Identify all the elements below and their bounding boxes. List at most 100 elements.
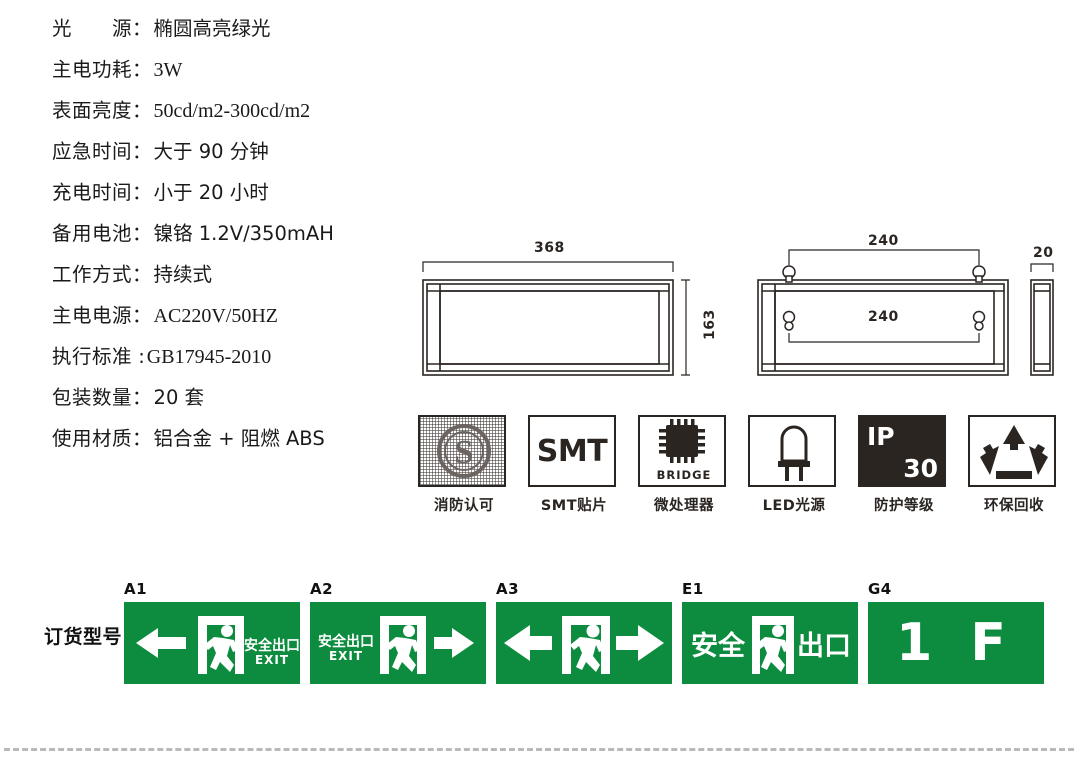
- spec-row: 应急时间：大于 90 分钟: [52, 131, 432, 172]
- spec-label: 表面亮度: [52, 99, 133, 122]
- sign-code: G4: [868, 580, 892, 598]
- spec-value: 镍铬 1.2V/350mAH: [153, 222, 334, 245]
- spec-value: 20 套: [153, 386, 205, 409]
- spec-value: 50cd/m2-300cd/m2: [153, 100, 311, 122]
- spec-separator: ：: [132, 263, 152, 286]
- badge-led-source: LED光源: [748, 415, 840, 515]
- specification-list: 光 源：椭圆高亮绿光 主电功耗：3W 表面亮度：50cd/m2-300cd/m2…: [52, 8, 432, 459]
- badge-caption: LED光源: [762, 498, 826, 514]
- front-view-drawing: [422, 249, 1054, 376]
- bottom-divider: [4, 748, 1074, 751]
- spec-row: 包装数量：20 套: [52, 377, 432, 418]
- arrow-left-icon: [136, 628, 186, 658]
- spec-row: 主电电源：AC220V/50HZ: [52, 295, 432, 336]
- sign-model-a2[interactable]: A2 安全出口 EXIT: [310, 580, 486, 684]
- svg-text:出口: 出口: [797, 631, 851, 662]
- svg-text:安全出口: 安全出口: [318, 633, 374, 650]
- spec-label: 光 源: [52, 17, 133, 40]
- spec-label: 主电电源: [52, 304, 133, 327]
- badge-smt: SMT SMT贴片: [528, 415, 620, 515]
- svg-text:S: S: [455, 434, 474, 471]
- spec-label: 使用材质: [52, 427, 133, 450]
- spec-separator: ：: [132, 304, 152, 327]
- spec-value: 大于 90 分钟: [153, 140, 269, 163]
- spec-separator: ：: [132, 140, 152, 163]
- svg-text:安全: 安全: [691, 630, 746, 662]
- technical-drawings: 368 163 240 240 20: [418, 232, 1068, 397]
- front-height-dimension: 163: [702, 309, 718, 340]
- fire-approval-icon: S: [418, 415, 506, 487]
- svg-text:BRIDGE: BRIDGE: [657, 468, 712, 482]
- certification-badges: S 消防认可 SMT SMT贴片: [418, 415, 1068, 530]
- svg-text:安全出口: 安全出口: [244, 637, 300, 654]
- arrow-right-icon: [434, 628, 474, 658]
- spec-row: 备用电池：镍铬 1.2V/350mAH: [52, 213, 432, 254]
- spec-value: 持续式: [153, 263, 213, 286]
- sign-graphic: 安全出口 EXIT: [310, 602, 486, 684]
- arrow-left-icon: [504, 625, 552, 661]
- led-lamp-icon: [748, 415, 836, 487]
- sign-graphic: 安全 出口: [682, 602, 858, 684]
- spec-row: 表面亮度：50cd/m2-300cd/m2: [52, 90, 432, 131]
- sign-model-e1[interactable]: E1 安全 出口: [682, 580, 858, 684]
- spec-value: 椭圆高亮绿光: [153, 17, 271, 40]
- spec-value: GB17945-2010: [146, 346, 272, 368]
- badge-caption: 环保回收: [984, 498, 1044, 514]
- sign-graphic: 1 F: [868, 602, 1044, 684]
- sign-model-g4[interactable]: G4 1 F: [868, 580, 1044, 684]
- badge-fire-approval: S 消防认可: [418, 415, 510, 515]
- spec-label: 包装数量: [52, 386, 133, 409]
- smt-icon: SMT: [528, 415, 616, 487]
- spec-separator: ：: [132, 427, 152, 450]
- spec-value: 铝合金 + 阻燃 ABS: [153, 427, 325, 450]
- badge-caption: SMT贴片: [540, 498, 608, 514]
- spec-row: 充电时间：小于 20 小时: [52, 172, 432, 213]
- spec-separator: ：: [132, 17, 152, 40]
- sign-graphic: 安全出口 EXIT: [124, 602, 300, 684]
- badge-caption: 防护等级: [874, 498, 934, 514]
- spec-row: 工作方式：持续式: [52, 254, 432, 295]
- spec-value: AC220V/50HZ: [153, 305, 278, 327]
- back-bottom-span-dimension: 240: [868, 309, 899, 325]
- spec-label: 执行标准: [52, 345, 133, 368]
- sign-code: A3: [496, 580, 520, 598]
- svg-text:EXIT: EXIT: [329, 649, 363, 663]
- spec-separator: :: [132, 345, 145, 368]
- side-width-dimension: 20: [1033, 245, 1054, 261]
- spec-separator: ：: [132, 222, 152, 245]
- front-width-dimension: 368: [534, 240, 565, 256]
- floor-number-text: 1 F: [896, 613, 1016, 673]
- badge-recycle: 环保回收: [968, 415, 1060, 515]
- badge-ip-rating: IP 30 防护等级: [858, 415, 950, 515]
- badge-caption: 消防认可: [434, 498, 494, 514]
- spec-label: 应急时间: [52, 140, 133, 163]
- back-top-span-dimension: 240: [868, 233, 899, 249]
- spec-label: 工作方式: [52, 263, 133, 286]
- spec-separator: ：: [132, 99, 152, 122]
- spec-label: 主电功耗: [52, 58, 133, 81]
- sign-model-row: A1 安全出口 EXIT A2 安全出口: [0, 580, 1080, 695]
- badge-microprocessor: BRIDGE 微处理器: [638, 415, 730, 515]
- spec-label: 充电时间: [52, 181, 133, 204]
- badge-caption: 微处理器: [654, 498, 714, 514]
- ip-prefix: IP: [867, 422, 895, 451]
- ip-rating-icon: IP 30: [858, 415, 946, 487]
- sign-model-a1[interactable]: A1 安全出口 EXIT: [124, 580, 300, 684]
- sign-model-a3[interactable]: A3: [496, 580, 672, 684]
- spec-separator: ：: [132, 386, 152, 409]
- spec-separator: ：: [132, 181, 152, 204]
- arrow-right-icon: [616, 625, 664, 661]
- sign-code: A1: [124, 580, 148, 598]
- spec-value: 小于 20 小时: [153, 181, 269, 204]
- svg-text:EXIT: EXIT: [255, 653, 289, 667]
- spec-row: 执行标准 :GB17945-2010: [52, 336, 432, 377]
- sign-code: E1: [682, 580, 704, 598]
- spec-value: 3W: [153, 59, 183, 81]
- order-model-label: 订货型号：: [44, 626, 142, 648]
- spec-row: 使用材质：铝合金 + 阻燃 ABS: [52, 418, 432, 459]
- ip-number: 30: [903, 454, 938, 483]
- spec-row: 光 源：椭圆高亮绿光: [52, 8, 432, 49]
- spec-separator: ：: [132, 58, 152, 81]
- smt-label: SMT: [536, 433, 608, 469]
